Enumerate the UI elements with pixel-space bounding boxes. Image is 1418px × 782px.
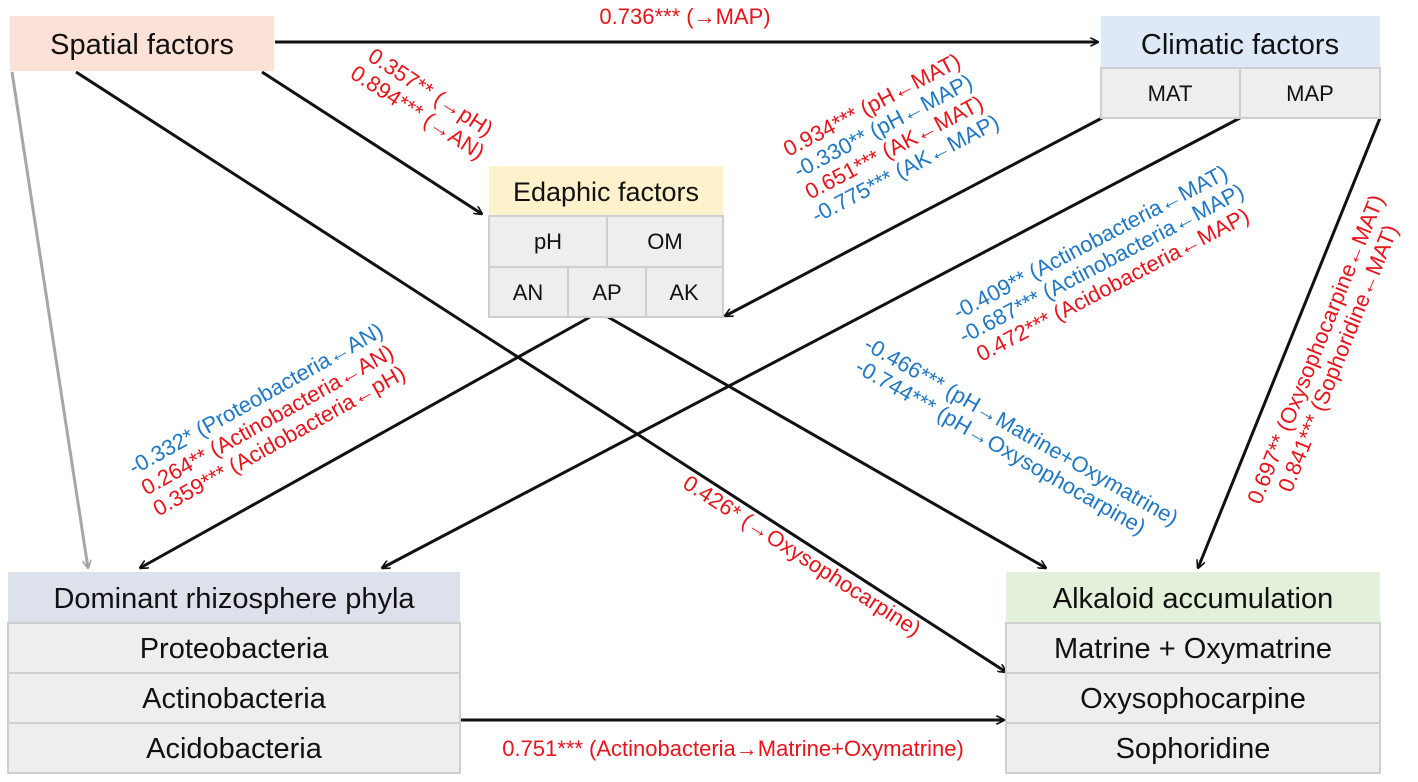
edaphic-item-ap: AP xyxy=(592,280,621,305)
phyla-title: Dominant rhizosphere phyla xyxy=(53,583,415,615)
edaphic-item-ph: pH xyxy=(534,229,562,254)
arrow-climatic-to-edaphic xyxy=(725,116,1103,318)
label-climatic-phyla-2: -0.687*** (Actinobacteria←MAP) xyxy=(955,178,1248,348)
edaphic-title: Edaphic factors xyxy=(513,177,699,207)
node-edaphic-factors: Edaphic factors pH OM AN AP AK xyxy=(488,166,724,318)
spatial-title: Spatial factors xyxy=(50,29,234,61)
alkaloid-title: Alkaloid accumulation xyxy=(1053,583,1333,615)
phyla-item-proteobacteria: Proteobacteria xyxy=(140,633,329,665)
label-edaphic-phyla-2: 0.264** (Actinobacteria←AN) xyxy=(137,339,398,500)
arrow-spatial-to-edaphic xyxy=(261,70,482,214)
label-spatial-alkaloid: 0.426* (→Oxysophocarpine) xyxy=(679,470,926,641)
label-phyla-alkaloid: 0.751*** (Actinobacteria→Matrine+Oxymatr… xyxy=(502,736,964,761)
alkaloid-item-sophoridine: Sophoridine xyxy=(1116,733,1271,765)
alkaloid-item-matrine-oxymatrine: Matrine + Oxymatrine xyxy=(1054,633,1332,665)
label-climatic-alkaloid-1: 0.697** (Oxysophocarpine←MAT) xyxy=(1242,191,1389,507)
label-group-edaphic-alkaloid: -0.466*** (pH→Matrine+Oxymatrine) -0.744… xyxy=(851,331,1183,540)
label-group-spatial-alkaloid: 0.426* (→Oxysophocarpine) xyxy=(679,470,926,641)
climatic-item-mat: MAT xyxy=(1148,81,1193,106)
node-alkaloid-accumulation: Alkaloid accumulation Matrine + Oxymatri… xyxy=(1005,572,1381,774)
arrow-edaphic-to-alkaloid xyxy=(607,315,1046,568)
label-edaphic-alkaloid-1: -0.466*** (pH→Matrine+Oxymatrine) xyxy=(860,331,1183,530)
label-group-climatic-alkaloid: 0.697** (Oxysophocarpine←MAT) 0.841*** (… xyxy=(1242,191,1403,507)
node-dominant-phyla: Dominant rhizosphere phyla Proteobacteri… xyxy=(7,572,461,774)
label-edaphic-alkaloid-2: -0.744*** (pH→Oxysophocarpine) xyxy=(851,354,1150,540)
edaphic-item-ak: AK xyxy=(669,280,699,305)
climatic-title: Climatic factors xyxy=(1141,29,1339,61)
arrow-climatic-to-phyla xyxy=(382,116,1241,570)
edaphic-item-an: AN xyxy=(513,280,544,305)
arrow-spatial-to-phyla xyxy=(10,71,88,568)
arrow-climatic-to-alkaloid xyxy=(1198,117,1382,568)
label-spatial-climatic: 0.736*** (→MAP) xyxy=(599,4,770,29)
node-spatial-factors: Spatial factors xyxy=(10,16,274,71)
alkaloid-item-oxysophocarpine: Oxysophocarpine xyxy=(1080,683,1306,715)
arrow-spatial-to-alkaloid xyxy=(75,70,1006,672)
node-climatic-factors: Climatic factors MAT MAP xyxy=(1100,16,1381,119)
label-group-edaphic-phyla: -0.332* (Proteobacteria←AN) 0.264** (Act… xyxy=(124,318,409,521)
label-group-climatic-edaphic: 0.934*** (pH←MAT) -0.330** (pH←MAP) 0.65… xyxy=(779,48,1003,228)
climatic-item-map: MAP xyxy=(1286,81,1334,106)
edaphic-item-om: OM xyxy=(647,229,682,254)
phyla-item-actinobacteria: Actinobacteria xyxy=(142,683,327,715)
phyla-item-acidobacteria: Acidobacteria xyxy=(146,733,323,765)
label-group-spatial-edaphic: 0.357** (→pH) 0.894*** (→AN) xyxy=(346,43,497,165)
arrows xyxy=(10,42,1382,720)
arrow-edaphic-to-phyla xyxy=(140,315,591,568)
